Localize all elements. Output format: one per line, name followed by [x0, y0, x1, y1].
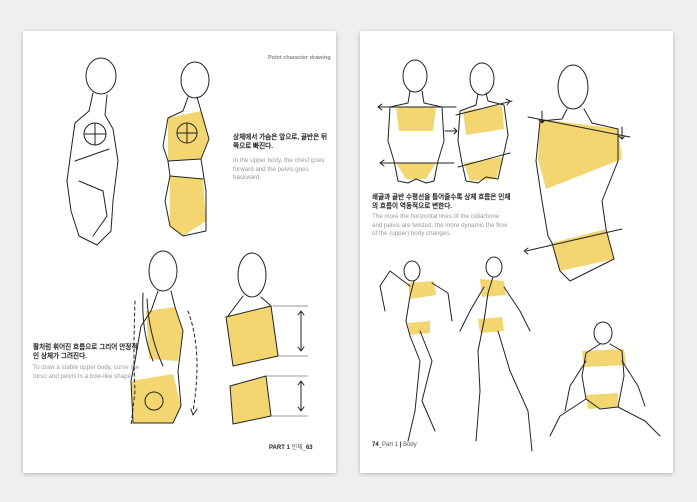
arrow-icon: [444, 127, 458, 135]
footer-part: Part 1: [382, 442, 399, 448]
footer-section: Body: [403, 442, 417, 448]
sketch-dynamic-figure-1: [379, 260, 453, 442]
left-footer: PART 1 인체_63: [269, 445, 313, 451]
block1-korean: 상체에서 가슴은 앞으로, 골반은 뒤쪽으로 빠진다.: [233, 134, 328, 150]
torso-sketches-left: [66, 57, 309, 427]
sketch-torso-side-1: [66, 57, 119, 246]
footer-section: 인체: [291, 445, 303, 451]
right-block-korean: 쇄골과 골반 수평선을 틀어줄수록 상체 흐름은 인체의 흐름이 역동적으로 변…: [372, 194, 511, 210]
sketch-front-torso-1: [377, 59, 457, 184]
block2-english: To draw a stable upper body, curve the t…: [33, 364, 140, 380]
left-page: Point character drawing: [23, 31, 336, 473]
sketch-torso-bow: [130, 250, 198, 427]
sketch-large-torso: [523, 64, 631, 282]
sketch-torso-side-2: [162, 61, 210, 237]
footer-page-number: 74: [372, 442, 379, 448]
right-block-english: The more the horizontal lines of the col…: [372, 213, 508, 238]
right-footer: 74_Part 1 | Body: [372, 442, 417, 448]
block2-korean: 활처럼 휘어진 흐름으로 그리어 안정적인 상체가 그려진다.: [33, 344, 138, 360]
sketch-dynamic-figure-2: [459, 256, 533, 452]
sketch-torso-blocks: [225, 252, 309, 425]
torso-sketches-right: [377, 59, 661, 452]
block1-english: In the upper body, the chest goes forwar…: [233, 157, 325, 182]
sketch-front-torso-2: [455, 62, 513, 184]
footer-page-number: 63: [305, 445, 313, 451]
footer-part: PART 1: [269, 445, 290, 451]
page-header: Point character drawing: [268, 55, 331, 61]
right-page: 쇄골과 골반 수평선을 틀어줄수록 상체 흐름은 인체의 흐름이 역동적으로 변…: [360, 31, 673, 473]
sketch-crouching-figure: [549, 321, 661, 437]
